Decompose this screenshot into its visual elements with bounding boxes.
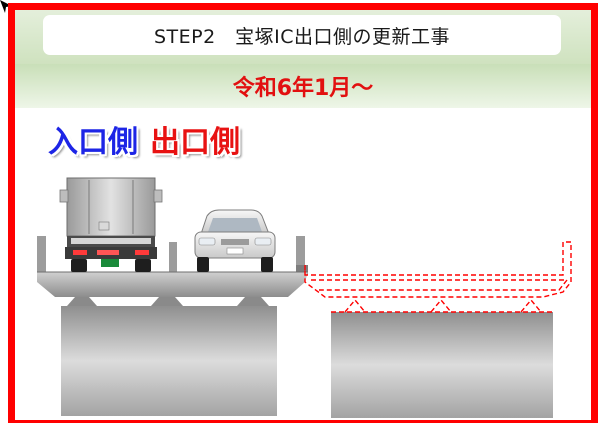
existing-pier [61,306,277,416]
construction-date: 令和6年1月〜 [232,76,374,101]
side-labels: 入口側出口側 [48,117,240,161]
diagram-frame: STEP2 宝塚IC出口側の更新工事 令和6年1月〜 [8,3,598,423]
exit-side-planned-deck [304,241,572,313]
exit-side-label: 出口側 [150,125,240,160]
entrance-side-label: 入口側 [48,125,138,160]
date-band: 令和6年1月〜 [15,64,591,108]
page-title: STEP2 宝塚IC出口側の更新工事 [43,15,561,55]
bridge-diagram [37,177,572,418]
new-pier [331,312,553,418]
title-band: STEP2 宝塚IC出口側の更新工事 [15,10,591,64]
cursor-arrow-icon [0,0,12,13]
bearings [67,297,269,306]
car-icon [194,209,276,272]
truck-icon [59,177,163,272]
